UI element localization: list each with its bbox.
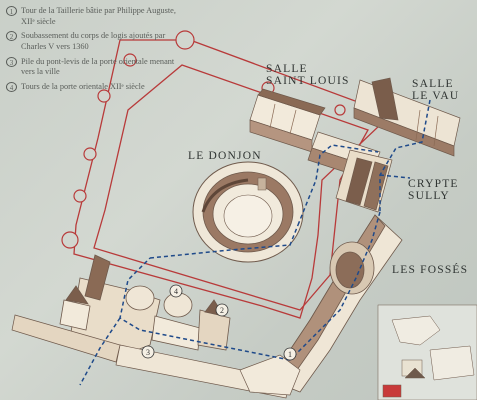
salle-saint-louis: [249, 88, 326, 153]
donjon: [192, 161, 304, 263]
marker-4: 4: [169, 284, 183, 298]
legend: 1 Tour de la Taillerie bâtie par Philipp…: [6, 6, 176, 97]
label-crypte-sully: CRYPTE SULLY: [408, 178, 459, 202]
marker-1: 1: [283, 347, 297, 361]
legend-text: Tour de la Taillerie bâtie par Philippe …: [21, 6, 176, 26]
label-salle-saint-louis: SALLE SAINT LOUIS: [266, 63, 350, 87]
legend-item-4: 4 Tours de la porte orientale XIIᵉ siècl…: [6, 82, 176, 93]
legend-number: 3: [6, 56, 17, 67]
legend-item-3: 3 Pile du pont-levis de la porte orienta…: [6, 56, 176, 78]
label-salle-le-vau: SALLE LE VAU: [412, 78, 460, 102]
legend-text: Tours de la porte orientale XIIᵉ siècle: [21, 82, 145, 92]
legend-number: 4: [6, 82, 17, 93]
legend-item-2: 2 Soubassement du corps de logis ajoutés…: [6, 31, 176, 52]
marker-3: 3: [141, 345, 155, 359]
marker-3-label: 3: [146, 348, 150, 357]
visitor-path: [79, 99, 431, 386]
crypte-sully: [335, 149, 393, 213]
label-le-donjon: LE DONJON: [188, 150, 262, 162]
site-mini-map: [377, 304, 477, 400]
salle-le-vau: [353, 77, 461, 157]
legend-number: 1: [6, 6, 17, 16]
legend-number: 2: [6, 31, 17, 42]
marker-4-label: 4: [174, 287, 178, 296]
fosses-wall: [269, 214, 403, 393]
marker-2: 2: [215, 303, 229, 317]
label-les-fosses: LES FOSSÉS: [392, 264, 469, 276]
legend-text: Soubassement du corps de logis ajoutés p…: [21, 31, 166, 51]
south-wall: [11, 314, 301, 399]
marker-1-label: 1: [288, 350, 292, 359]
legend-item-1: 1 Tour de la Taillerie bâtie par Philipp…: [6, 6, 176, 27]
legend-text: Pile du pont-levis de la porte orientale…: [21, 56, 175, 77]
marker-2-label: 2: [220, 306, 224, 315]
